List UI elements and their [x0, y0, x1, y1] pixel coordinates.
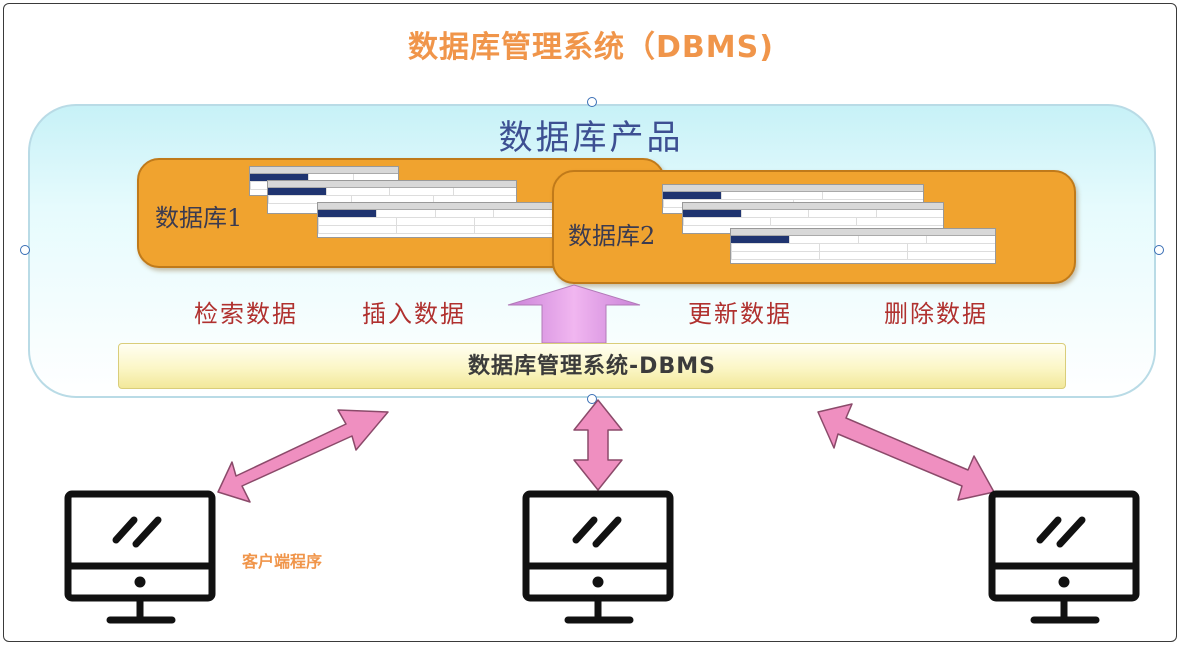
- selection-handle-right[interactable]: [1154, 245, 1164, 255]
- operation-delete: 删除数据: [884, 300, 988, 328]
- selection-handle-left[interactable]: [20, 245, 30, 255]
- operation-retrieve: 检索数据: [194, 300, 298, 328]
- right-double-arrow: [817, 403, 995, 501]
- database-2-box: 数据库2: [552, 170, 1076, 284]
- dbms-bar: 数据库管理系统-DBMS: [118, 343, 1066, 389]
- client-monitor-left-icon: [64, 490, 216, 624]
- database-1-label: 数据库1: [155, 204, 243, 232]
- selection-handle-bottom[interactable]: [587, 394, 597, 404]
- database-2-table-3: [730, 228, 996, 264]
- client-monitor-middle-icon: [522, 490, 674, 624]
- diagram-title: 数据库管理系统（DBMS): [408, 30, 774, 65]
- selection-handle-top[interactable]: [587, 97, 597, 107]
- database-2-label: 数据库2: [568, 222, 656, 250]
- client-monitor-right-icon: [988, 490, 1140, 624]
- database-product-title: 数据库产品: [498, 118, 684, 158]
- client-program-label: 客户端程序: [242, 552, 323, 571]
- left-double-arrow: [217, 409, 389, 503]
- middle-double-arrow: [573, 399, 623, 491]
- operation-update: 更新数据: [688, 300, 792, 328]
- canvas-frame: [3, 3, 1177, 642]
- operation-insert: 插入数据: [362, 300, 466, 328]
